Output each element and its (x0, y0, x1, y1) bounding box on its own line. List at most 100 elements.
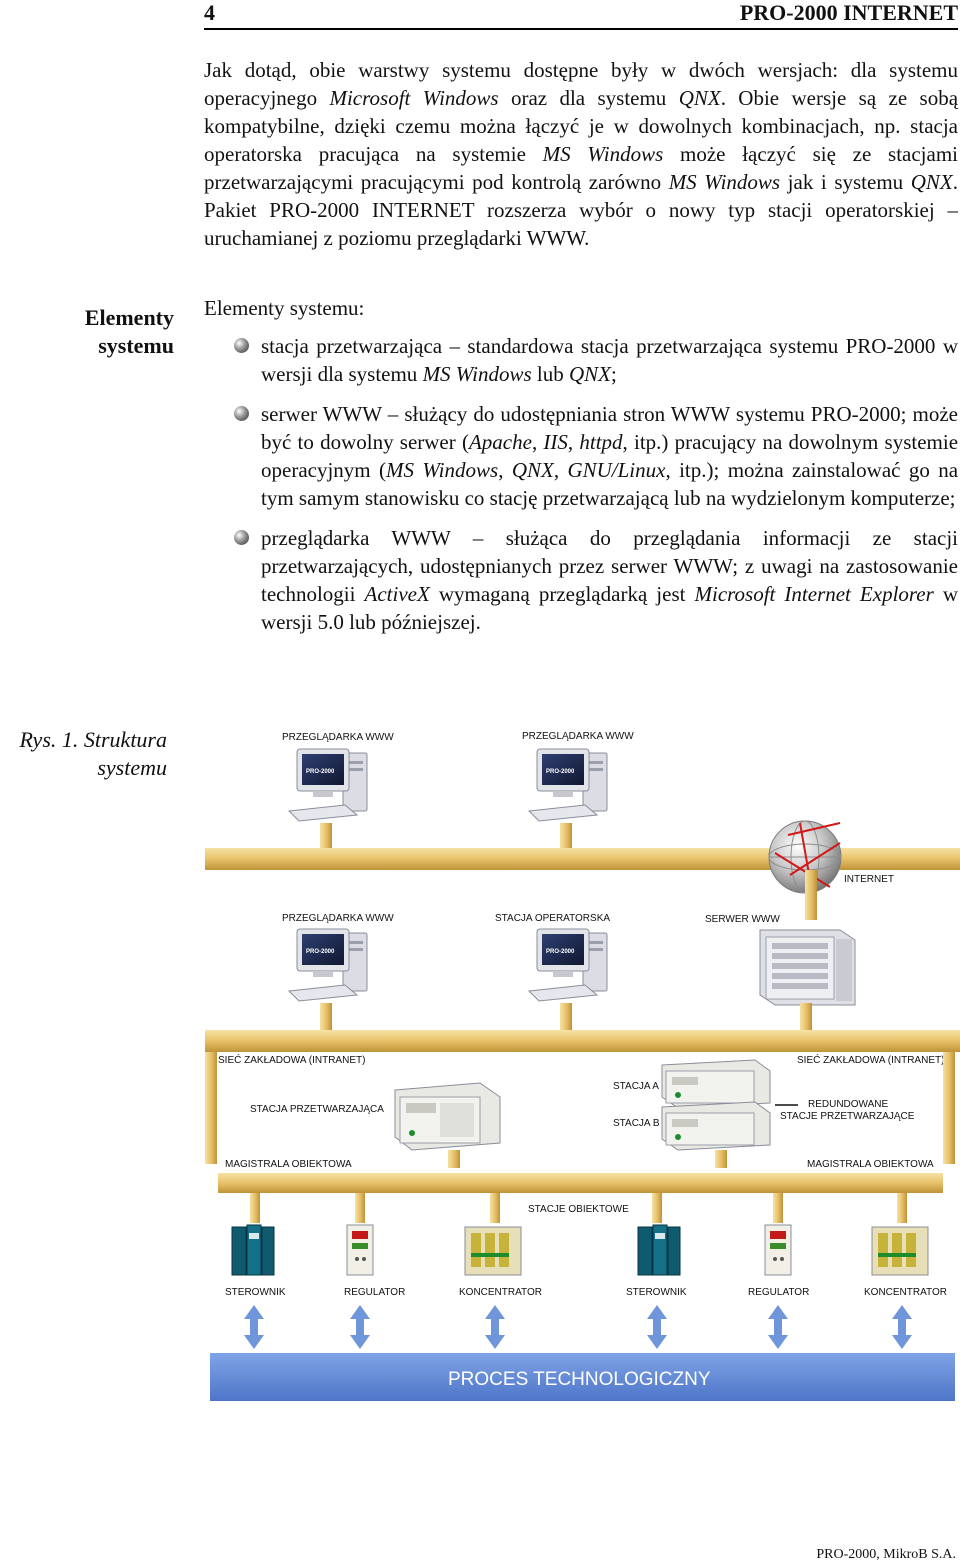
bus-drop (320, 1003, 332, 1031)
page-footer: PRO-2000, MikroB S.A. (816, 1547, 956, 1562)
label-internet: INTERNET (844, 874, 894, 885)
monitor-brand: PRO-2000 (546, 949, 575, 955)
label-redundant-1: REDUNDOWANE (808, 1099, 889, 1110)
computer-icon: PRO-2000 (527, 928, 608, 1002)
controller-icon (346, 1224, 374, 1276)
label-device: STEROWNIK (225, 1287, 286, 1298)
page-number: 4 (204, 0, 215, 25)
plc-icon (231, 1224, 275, 1276)
monitor-brand: PRO-2000 (306, 769, 335, 775)
label-device: KONCENTRATOR (459, 1287, 542, 1298)
double-arrow-icon (350, 1305, 370, 1349)
bus-drop (320, 823, 332, 851)
industrial-pc-icon (394, 1082, 501, 1151)
industrial-pc-icon (661, 1059, 771, 1109)
label-station-a: STACJA A (613, 1081, 659, 1092)
figure-caption-line: systemu (97, 755, 167, 780)
computer-icon: PRO-2000 (527, 748, 608, 822)
bullet-icon (234, 338, 249, 353)
italic-term: MS Windows (542, 142, 664, 166)
italic-term: QNX (511, 458, 554, 482)
label-device: REGULATOR (748, 1287, 809, 1298)
label-web-server: SERWER WWW (705, 914, 780, 925)
label-browser-mid: PRZEGLĄDARKA WWW (282, 913, 394, 924)
italic-term: httpd (579, 430, 623, 454)
label-process: PROCES TECHNOLOGICZNY (448, 1369, 711, 1390)
controller-icon (764, 1224, 792, 1276)
monitor-brand: PRO-2000 (546, 769, 575, 775)
bullet-icon (234, 530, 249, 545)
italic-term: QNX (569, 362, 611, 386)
bus-drop (715, 1150, 727, 1168)
label-operator-station: STACJA OPERATORSKA (495, 913, 610, 924)
figure-caption: Rys. 1. Struktura systemu (0, 726, 167, 782)
italic-term: IIS (543, 430, 568, 454)
system-structure-diagram: PRZEGLĄDARKA WWW PRZEGLĄDARKA WWW PRO-20… (205, 731, 960, 1401)
page-header: 4 PRO-2000 INTERNET (204, 0, 958, 30)
internet-bus (205, 848, 960, 870)
bus-drop (897, 1193, 907, 1223)
bus-drop (355, 1193, 365, 1223)
label-processing-station: STACJA PRZETWARZAJĄCA (250, 1104, 384, 1115)
double-arrow-icon (892, 1305, 912, 1349)
intro-paragraph: Jak dotąd, obie warstwy systemu dostępne… (204, 58, 959, 250)
label-browser-top-1: PRZEGLĄDARKA WWW (282, 732, 394, 743)
margin-note-line: systemu (98, 333, 174, 358)
bus-drop (560, 823, 572, 851)
bus-drop (560, 1003, 572, 1031)
label-intranet-left: SIEĆ ZAKŁADOWA (INTRANET) (218, 1053, 365, 1066)
bullet-icon (234, 406, 249, 421)
bus-riser-right (943, 1052, 955, 1164)
list-item: stacja przetwarzająca – standardowa stac… (204, 332, 958, 388)
italic-term: MS Windows (385, 458, 499, 482)
figure-caption-line: Rys. 1. Struktura (19, 727, 167, 752)
label-intranet-right: SIEĆ ZAKŁADOWA (INTRANET) (797, 1053, 944, 1066)
margin-note-line: Elementy (84, 305, 174, 330)
label-redundant-2: STACJE PRZETWARZAJĄCE (780, 1111, 915, 1122)
label-fieldbus-right: MAGISTRALA OBIEKTOWA (807, 1159, 934, 1170)
list-item-text: serwer WWW – służący do udostępniania st… (261, 402, 959, 510)
double-arrow-icon (485, 1305, 505, 1349)
computer-icon: PRO-2000 (287, 928, 368, 1002)
concentrator-icon (464, 1226, 522, 1276)
elements-heading: Elementy systemu: (204, 296, 365, 320)
running-title: PRO-2000 INTERNET (739, 0, 958, 25)
bus-drop (800, 1003, 812, 1031)
double-arrow-icon (768, 1305, 788, 1349)
italic-term: MS Windows (668, 170, 781, 194)
italic-term: Microsoft Internet Explorer (694, 582, 934, 606)
list-item-text: przeglądarka WWW – służąca do przeglądan… (261, 526, 958, 634)
bus-riser-left (205, 1052, 217, 1164)
internet-globe-icon (768, 820, 842, 894)
plc-icon (637, 1224, 681, 1276)
server-tower-icon (759, 929, 856, 1006)
double-arrow-icon (647, 1305, 667, 1349)
list-item: przeglądarka WWW – służąca do przeglądan… (204, 524, 958, 636)
bus-drop (773, 1193, 783, 1223)
label-device: STEROWNIK (626, 1287, 687, 1298)
fieldbus (218, 1173, 943, 1193)
elements-list: stacja przetwarzająca – standardowa stac… (204, 332, 958, 648)
margin-note-elements: Elementy systemu (54, 304, 174, 360)
process-bar (210, 1353, 955, 1401)
label-browser-top-2: PRZEGLĄDARKA WWW (522, 731, 634, 742)
computer-icon: PRO-2000 (287, 748, 368, 822)
bus-drop (490, 1193, 500, 1223)
intranet-bus (205, 1030, 960, 1052)
bus-drop (805, 870, 817, 920)
label-object-stations: STACJE OBIEKTOWE (528, 1204, 629, 1215)
label-fieldbus-left: MAGISTRALA OBIEKTOWA (225, 1159, 352, 1170)
concentrator-icon (871, 1226, 929, 1276)
label-device: KONCENTRATOR (864, 1287, 947, 1298)
italic-term: MS Windows (422, 362, 532, 386)
italic-term: QNX (910, 170, 953, 194)
label-station-b: STACJA B (613, 1118, 660, 1129)
industrial-pc-icon (661, 1101, 771, 1151)
bus-drop (448, 1150, 460, 1168)
bus-drop (250, 1193, 260, 1223)
italic-term: ActiveX (364, 582, 430, 606)
italic-term: Apache (468, 430, 532, 454)
italic-term: Microsoft Windows (329, 86, 499, 110)
label-device: REGULATOR (344, 1287, 405, 1298)
list-item: serwer WWW – służący do udostępniania st… (204, 400, 958, 512)
